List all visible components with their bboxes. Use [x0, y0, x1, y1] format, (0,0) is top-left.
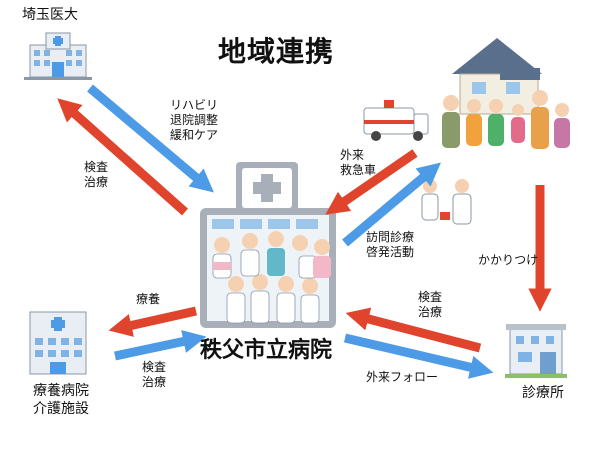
page-title: 地域連携: [218, 35, 335, 68]
care-facility-building-icon: [29, 311, 87, 375]
arrow-hospital-to-home: [342, 162, 441, 247]
arrow-hospital-to-care: [108, 306, 197, 337]
university-building-icon: [24, 32, 92, 80]
house-icon: [452, 38, 542, 115]
family-icon: [442, 90, 570, 149]
label-outpatient-ambulance: 外来 救急車: [340, 148, 377, 177]
arrow-university-to-hospital: [87, 84, 214, 193]
city-hospital-label: 秩父市立病院: [200, 338, 333, 363]
arrow-hospital-to-university: [57, 98, 188, 216]
university-label: 埼玉医大: [22, 7, 78, 23]
label-outpatient-follow: 外来フォロー: [366, 370, 439, 384]
care-facility-label: 療養病院 介護施設: [33, 383, 89, 417]
label-kakaritsuke: かかりつけ: [478, 253, 539, 267]
medical-staff-group-icon: [212, 231, 331, 324]
arrow-home-to-hospital: [325, 149, 418, 215]
ambulance-icon: [363, 100, 429, 141]
label-exam-clinic: 検査 治療: [418, 290, 443, 319]
label-home-visit: 訪問診療 啓発活動: [366, 230, 415, 259]
label-exam-care: 検査 治療: [142, 360, 167, 389]
arrow-hospital-to-clinic: [343, 333, 494, 379]
arrow-care-to-hospital: [114, 329, 207, 361]
clinic-label: 診療所: [522, 385, 564, 401]
label-ryoyo: 療養: [136, 292, 161, 306]
label-rehab: リハビリ 退院調整 緩和ケア: [170, 98, 219, 142]
clinic-building-icon: [505, 324, 567, 378]
home-visit-staff-icon: [421, 179, 472, 225]
label-exam-university: 検査 治療: [84, 160, 109, 189]
arrow-clinic-to-hospital: [345, 307, 482, 353]
